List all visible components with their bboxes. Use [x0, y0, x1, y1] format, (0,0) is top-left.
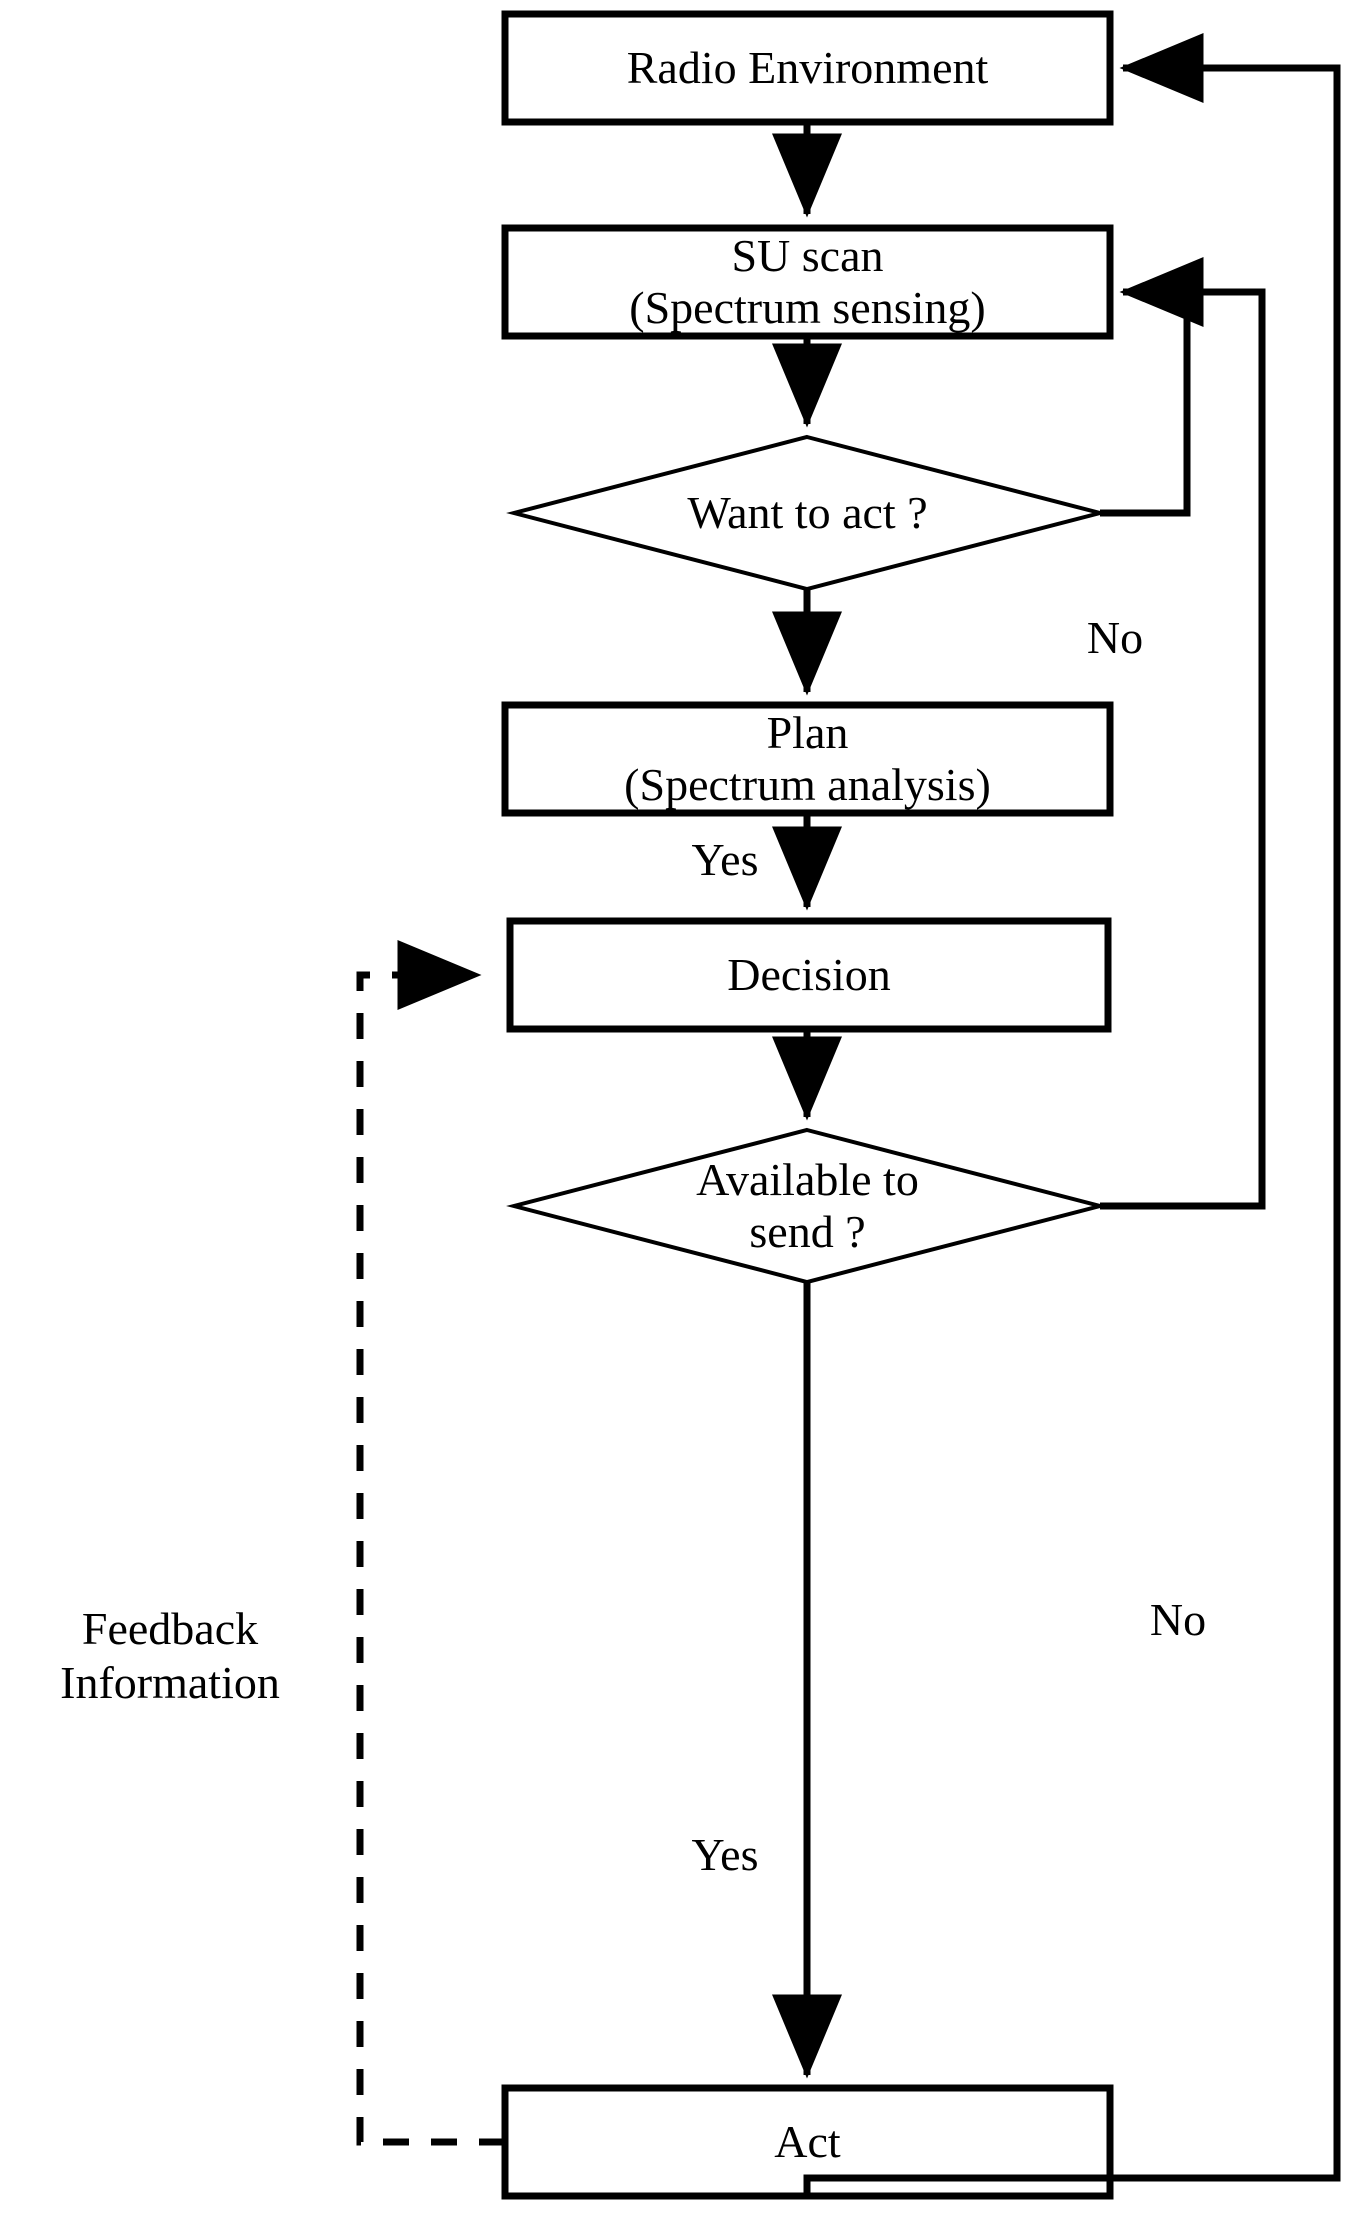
edge-available-no-loop	[1100, 288, 1266, 1210]
node-radio-environment	[501, 10, 1114, 126]
node-want-to-act	[506, 434, 1108, 592]
edge-label-want-to-act-no: No	[1086, 612, 1144, 663]
node-plan	[501, 701, 1114, 817]
node-su-scan	[501, 224, 1114, 340]
edge-act-to-radio-loop	[803, 33, 1341, 2196]
node-available-to-send	[506, 1127, 1108, 1285]
edge-label-available-yes: Yes	[691, 1829, 759, 1880]
edge-label-want-to-act-yes: Yes	[691, 834, 759, 885]
edge-label-feedback-information: Feedback Information	[60, 1603, 280, 1709]
node-decision	[506, 917, 1112, 1033]
edge-label-available-no: No	[1149, 1594, 1207, 1645]
edge-feedback-dashed	[356, 940, 505, 2146]
